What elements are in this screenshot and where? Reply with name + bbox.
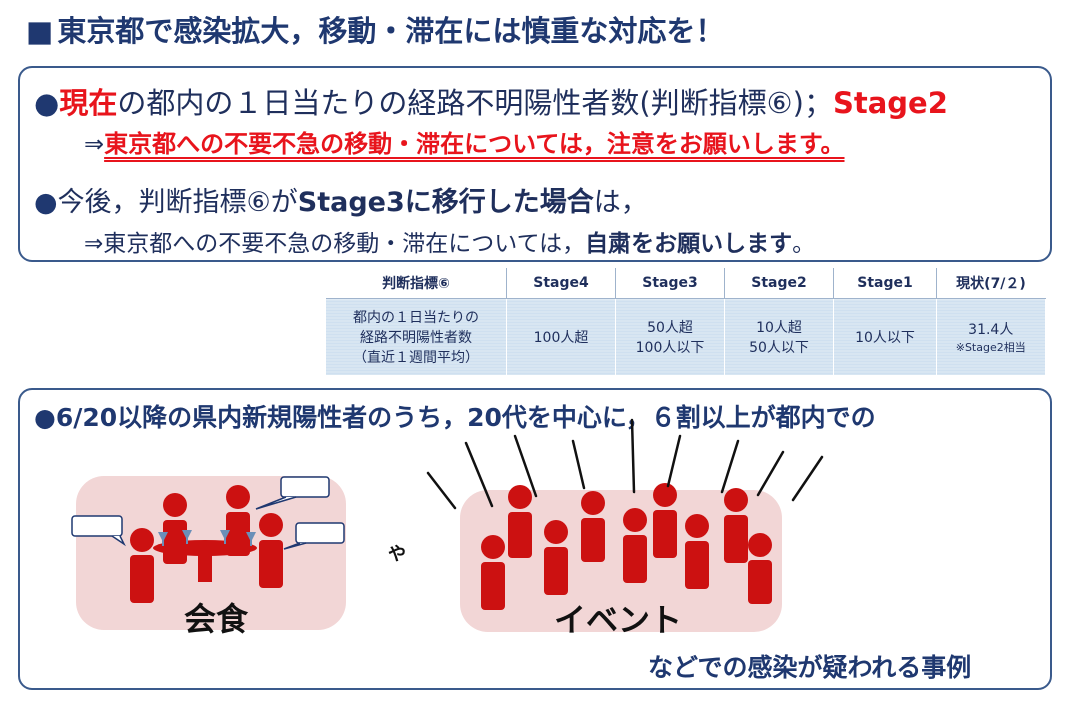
speech-bubble-icon — [71, 476, 345, 550]
notice-box: ●現在の都内の１日当たりの経路不明陽性者数(判断指標⑥)；Stage2 ⇒東京都… — [18, 66, 1052, 262]
person-icon — [581, 491, 605, 562]
row-label: 都内の１日当たりの経路不明陽性者数（直近１週間平均） — [326, 298, 507, 375]
person-icon — [653, 483, 677, 558]
notice-line-2: ⇒東京都への不要不急の移動・滞在については，注意をお願いします。 — [84, 130, 845, 158]
excitement-lines-icon — [426, 418, 824, 510]
cell-stage1: 10人以下 — [833, 298, 937, 375]
dining-label: 会食 — [184, 600, 249, 638]
notice-line-4: ⇒東京都への不要不急の移動・滞在については，自粛をお願いします。 — [84, 231, 816, 257]
glass-icon — [158, 530, 256, 546]
person-icon — [724, 488, 748, 563]
notice-line-1: ●現在の都内の１日当たりの経路不明陽性者数(判断指標⑥)；Stage2 — [34, 86, 948, 120]
cell-current: 31.4人※Stage2相当 — [936, 298, 1046, 375]
person-icon — [623, 508, 647, 583]
person-icon — [481, 535, 505, 610]
stage-table: 判断指標⑥ Stage4 Stage3 Stage2 Stage1 現状(7/２… — [326, 268, 1046, 375]
person-icon — [748, 533, 772, 604]
person-icon — [685, 514, 709, 589]
bullet-icon: ● — [34, 187, 58, 218]
notice-line-3: ●今後，判断指標⑥がStage3に移行した場合は， — [34, 187, 648, 218]
event-illustration — [481, 483, 772, 610]
cases-line-1: ●6/20以降の県内新規陽性者のうち，20代を中心に，６割以上が都内での — [34, 403, 876, 432]
person-icon — [226, 485, 250, 556]
bullet-icon: ● — [34, 86, 60, 120]
person-icon — [544, 520, 568, 595]
table-header-row: 判断指標⑥ Stage4 Stage3 Stage2 Stage1 現状(7/２… — [326, 268, 1045, 299]
dining-illustration — [130, 485, 283, 603]
bullet-icon: ● — [34, 403, 56, 432]
person-icon — [130, 528, 154, 603]
cell-stage4: 100人超 — [506, 298, 616, 375]
person-icon — [508, 485, 532, 558]
square-bullet-icon: ■ — [26, 14, 54, 48]
cases-footer: などでの感染が疑われる事例 — [648, 653, 972, 682]
event-label: イベント — [554, 601, 683, 639]
table-leg-icon — [198, 552, 212, 582]
person-icon — [259, 513, 283, 588]
person-icon — [163, 493, 187, 564]
page-title: ■東京都で感染拡大，移動・滞在には慎重な対応を！ — [26, 14, 725, 48]
connector-text: や — [388, 544, 406, 565]
